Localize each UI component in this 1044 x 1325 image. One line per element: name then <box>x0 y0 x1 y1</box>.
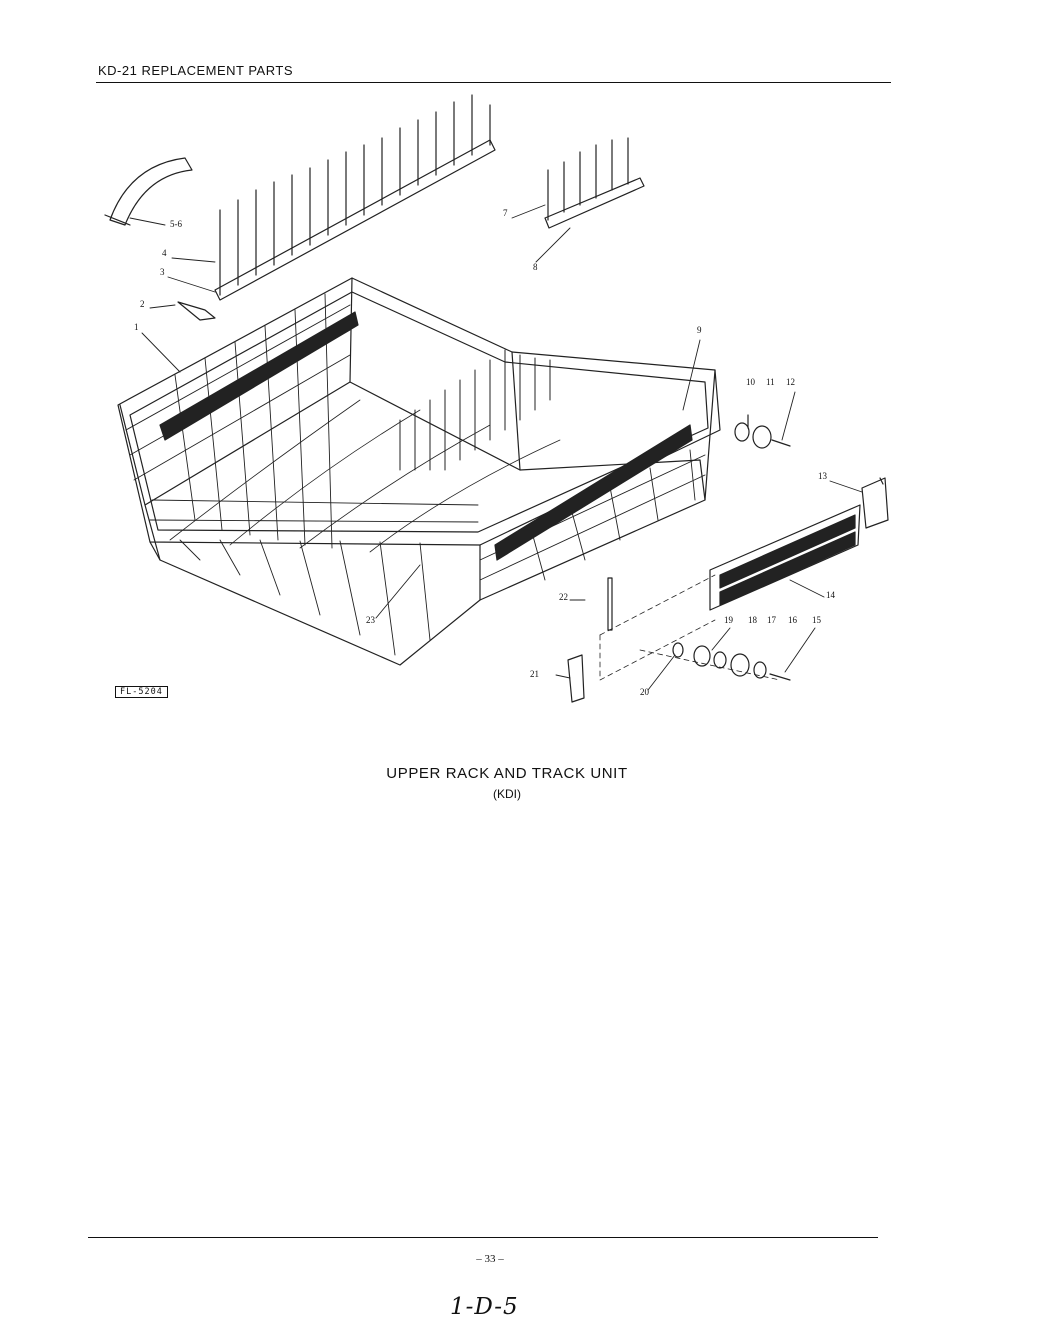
callout-17: 17 <box>767 615 777 625</box>
part-2-clip <box>177 301 216 321</box>
rack-top-rim <box>117 277 721 546</box>
callout-22: 22 <box>559 592 568 602</box>
part-5-6-clip <box>109 157 193 226</box>
callout-5-6: 5-6 <box>170 219 182 229</box>
callout-12: 12 <box>786 377 795 387</box>
footer-rule <box>88 1237 878 1238</box>
callout-4: 4 <box>162 248 167 258</box>
rack-bottom <box>144 381 706 666</box>
handwritten-note: 1-D-5 <box>450 1294 519 1320</box>
part-13-bracket <box>861 477 889 529</box>
rack-inner-rim <box>129 291 709 533</box>
figure-subtitle: (KDI) <box>493 787 521 801</box>
alignment-lines <box>599 574 781 681</box>
rack-vertical-wires <box>119 277 716 601</box>
rack-grid-front <box>149 499 479 656</box>
figure-title: UPPER RACK AND TRACK UNIT <box>386 765 628 782</box>
header-rule <box>96 82 891 83</box>
callout-14: 14 <box>826 590 836 600</box>
rack-tines <box>399 349 551 471</box>
figure-id-box: FL-5204 <box>115 686 168 698</box>
callout-20: 20 <box>640 687 650 697</box>
part-22-pin <box>607 577 613 631</box>
callout-8: 8 <box>533 262 538 272</box>
rack-grid-right <box>479 449 706 581</box>
callout-10: 10 <box>746 377 756 387</box>
rack-grid-left <box>125 293 351 549</box>
callout-16: 16 <box>788 615 798 625</box>
tine-row-small-bar <box>544 177 645 229</box>
tine-row-large-bar <box>214 139 496 301</box>
roller-assembly-upper <box>734 414 791 449</box>
callout-3: 3 <box>160 267 165 277</box>
callout-21: 21 <box>530 669 539 679</box>
page-header-title: KD-21 REPLACEMENT PARTS <box>98 63 293 78</box>
callout-13: 13 <box>818 471 828 481</box>
callout-7: 7 <box>503 208 508 218</box>
callout-23: 23 <box>366 615 376 625</box>
tine-row-small-tines <box>547 137 629 221</box>
callout-15: 15 <box>812 615 822 625</box>
tine-row-large-tines <box>219 94 491 296</box>
part-21-bracket <box>567 654 585 703</box>
page-number: – 33 – <box>476 1253 504 1265</box>
callout-1: 1 <box>134 322 139 332</box>
rack-side-track-right <box>494 424 693 561</box>
part-14-track-rail <box>709 504 861 611</box>
callout-11: 11 <box>766 377 775 387</box>
callout-18: 18 <box>748 615 758 625</box>
rack-side-track-left <box>159 311 359 441</box>
rack-floor-wires <box>169 399 561 553</box>
callout-2: 2 <box>140 299 145 309</box>
roller-assembly <box>672 642 791 681</box>
callout-19: 19 <box>724 615 734 625</box>
leader-lines <box>129 204 863 691</box>
callout-9: 9 <box>697 325 702 335</box>
